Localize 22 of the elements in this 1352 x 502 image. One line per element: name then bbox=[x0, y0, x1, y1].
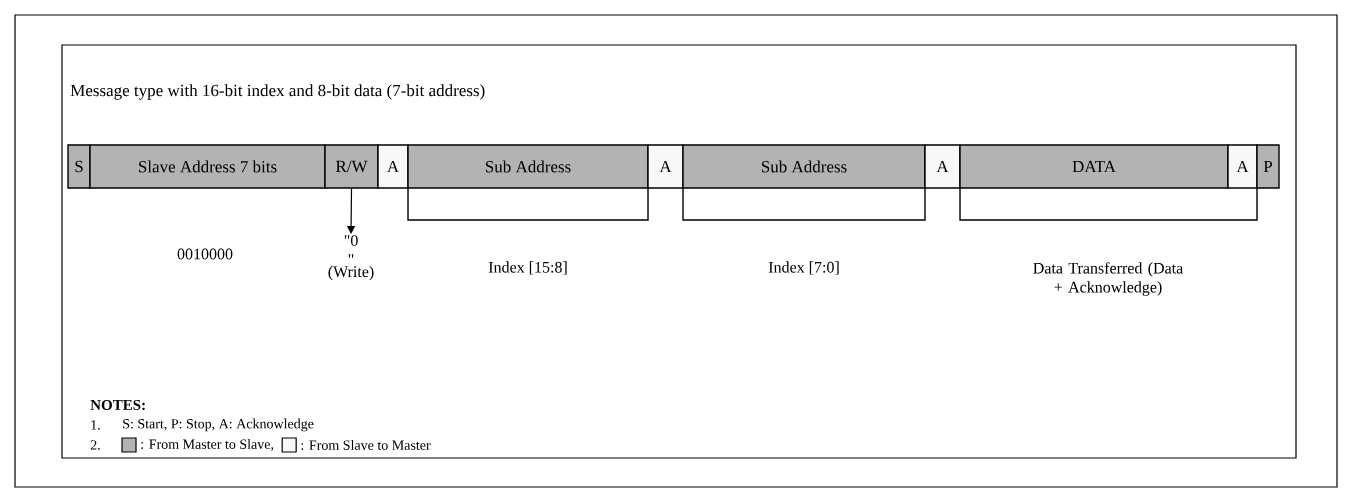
bit-field: DATA bbox=[959, 144, 1229, 189]
note-text: S: Start, P: Stop, A: Acknowledge bbox=[123, 418, 314, 432]
notes-heading: NOTES: bbox=[90, 399, 145, 411]
legend-text: : From Slave to Master bbox=[301, 440, 431, 450]
diagram-title: Message type with 16-bit index and 8-bit data (7-bit address) bbox=[70, 84, 485, 100]
bit-field: Sub Address bbox=[407, 144, 649, 189]
bit-field: A bbox=[1227, 144, 1258, 189]
bit-field: S bbox=[67, 144, 91, 189]
legend-text: : From Master to Slave, bbox=[141, 439, 274, 451]
bracket-label: Index [15:8] bbox=[488, 261, 567, 275]
bit-field: R/W bbox=[324, 144, 379, 189]
bracket-label: Data Transferred (Data + Acknowledge) bbox=[1033, 262, 1183, 296]
bit-field: P bbox=[1256, 144, 1280, 189]
bit-field: Sub Address bbox=[682, 144, 926, 189]
bit-field: A bbox=[924, 144, 961, 189]
note-number: 1. bbox=[91, 420, 100, 430]
bit-value-text: "0 " (Write) bbox=[328, 235, 374, 281]
bracket-label: Index [7:0] bbox=[768, 261, 839, 275]
note-number: 2. bbox=[90, 440, 100, 450]
bit-field: A bbox=[647, 144, 684, 189]
bit-field: A bbox=[377, 144, 409, 189]
field-value: 0010000 bbox=[177, 248, 233, 260]
